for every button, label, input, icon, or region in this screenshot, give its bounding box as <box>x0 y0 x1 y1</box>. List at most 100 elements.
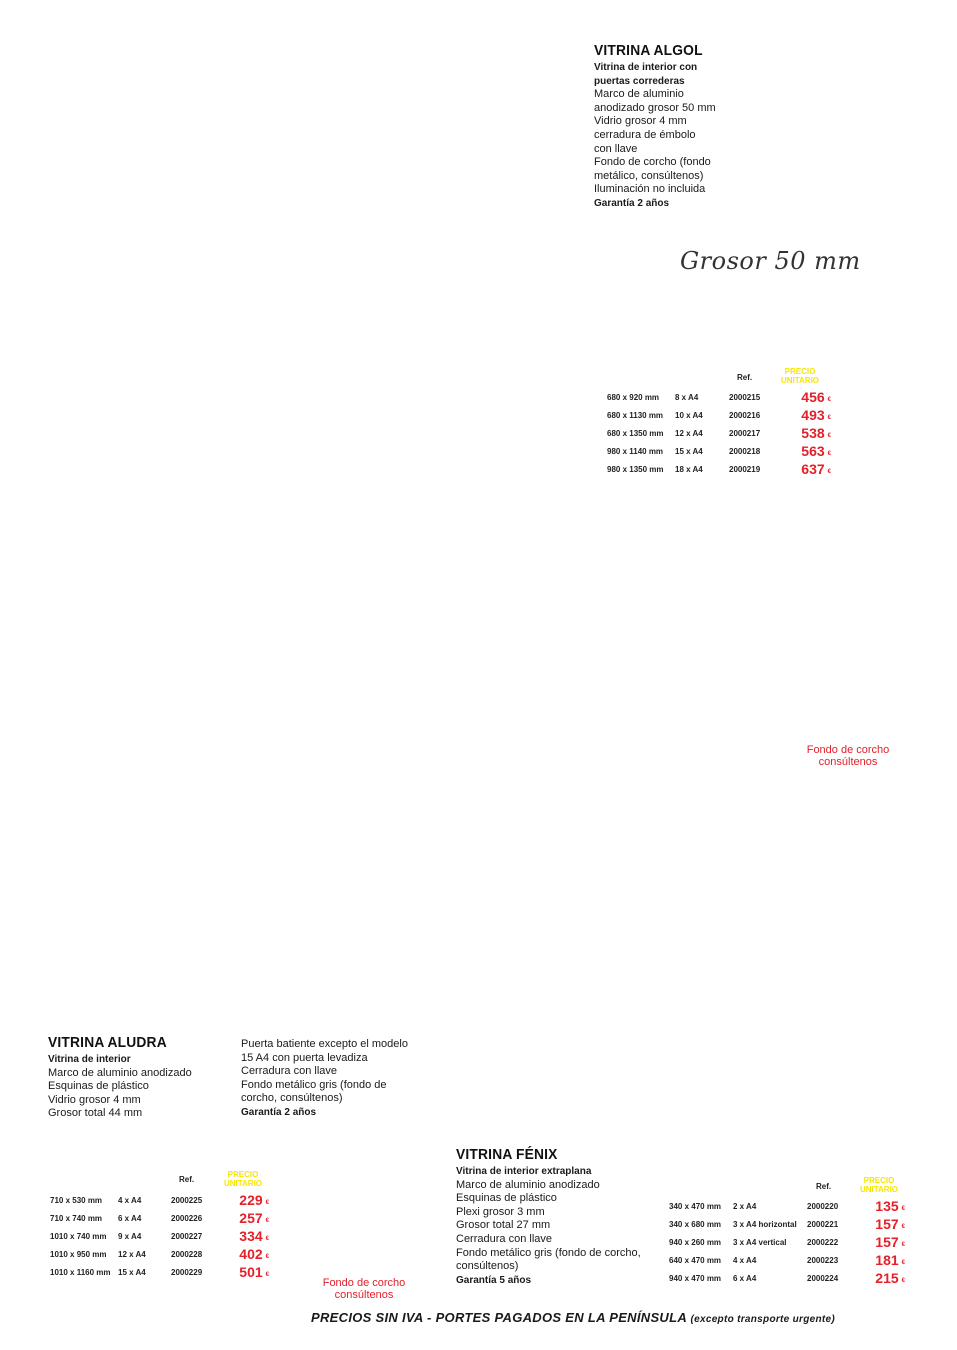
currency-symbol: € <box>265 1199 269 1206</box>
capacity-cell: 10 x A4 <box>675 410 703 420</box>
capacity-cell: 8 x A4 <box>675 392 699 402</box>
price-cell: 563€ <box>791 442 831 460</box>
price-value: 456 <box>801 389 825 405</box>
capacity-cell: 18 x A4 <box>675 464 703 474</box>
size-cell: 1010 x 740 mm <box>50 1231 107 1241</box>
price-value: 229 <box>239 1192 263 1208</box>
description-line: Vitrina de interior con <box>594 62 698 73</box>
price-cell: 157€ <box>865 1233 905 1251</box>
price-cell: 181€ <box>865 1251 905 1269</box>
description-line: Garantía 5 años <box>456 1274 532 1286</box>
aludra-title: VITRINA ALUDRA <box>48 1034 167 1051</box>
price-cell: 215€ <box>865 1269 905 1287</box>
size-cell: 680 x 920 mm <box>607 392 660 402</box>
capacity-cell: 3 x A4 vertical <box>733 1237 787 1247</box>
description-line: con llave <box>594 142 638 155</box>
aludra-cork-note-line2: consúltenos <box>334 1289 394 1301</box>
description-line: Cerradura con llave <box>241 1065 337 1078</box>
price-cell: 538€ <box>791 424 831 442</box>
price-value: 135 <box>875 1198 899 1214</box>
algol-price-header-line1: PRECIO <box>784 367 816 376</box>
algol-cork-note-line2: consúltenos <box>818 756 878 768</box>
description-line: Garantía 2 años <box>241 1106 317 1118</box>
price-cell: 257€ <box>229 1209 269 1227</box>
fenix-ref-header: Ref. <box>816 1182 832 1191</box>
ref-cell: 2000225 <box>171 1195 203 1205</box>
description-line: Esquinas de plástico <box>456 1192 557 1205</box>
ref-cell: 2000219 <box>729 464 761 474</box>
price-value: 637 <box>801 461 825 477</box>
currency-symbol: € <box>901 1241 905 1248</box>
capacity-cell: 6 x A4 <box>733 1273 757 1283</box>
algol-cork-note: Fondo de corcho consúltenos <box>800 744 896 768</box>
size-cell: 1010 x 1160 mm <box>50 1267 111 1277</box>
currency-symbol: € <box>265 1253 269 1260</box>
fenix-price-header-line2: UNITARIO <box>859 1185 899 1194</box>
capacity-cell: 15 x A4 <box>118 1267 146 1277</box>
size-cell: 710 x 530 mm <box>50 1195 103 1205</box>
description-line: anodizado grosor 50 mm <box>594 101 716 114</box>
size-cell: 340 x 680 mm <box>669 1219 722 1229</box>
capacity-cell: 2 x A4 <box>733 1201 757 1211</box>
price-value: 538 <box>801 425 825 441</box>
size-cell: 640 x 470 mm <box>669 1255 722 1265</box>
capacity-cell: 12 x A4 <box>118 1249 146 1259</box>
price-value: 257 <box>239 1210 263 1226</box>
footer-main-text: PRECIOS SIN IVA - PORTES PAGADOS EN LA P… <box>311 1310 687 1325</box>
currency-symbol: € <box>901 1223 905 1230</box>
capacity-cell: 4 x A4 <box>118 1195 142 1205</box>
price-value: 157 <box>875 1234 899 1250</box>
algol-handwritten-note: Grosor 50 mm <box>680 247 861 275</box>
description-line: Vitrina de interior <box>48 1054 131 1065</box>
price-cell: 229€ <box>229 1191 269 1209</box>
description-line: Vidrio grosor 4 mm <box>48 1093 141 1106</box>
algol-cork-note-line1: Fondo de corcho <box>806 744 890 756</box>
description-line: Plexi grosor 3 mm <box>456 1205 545 1218</box>
capacity-cell: 6 x A4 <box>118 1213 142 1223</box>
price-value: 334 <box>239 1228 263 1244</box>
description-line: Marco de aluminio anodizado <box>456 1178 600 1191</box>
ref-cell: 2000229 <box>171 1267 203 1277</box>
size-cell: 980 x 1350 mm <box>607 464 664 474</box>
currency-symbol: € <box>827 396 831 403</box>
aludra-price-header-line2: UNITARIO <box>223 1179 263 1188</box>
aludra-ref-header: Ref. <box>179 1175 195 1184</box>
capacity-cell: 3 x A4 horizontal <box>733 1219 797 1229</box>
description-line: Fondo metálico gris (fondo de corcho, <box>456 1246 641 1259</box>
size-cell: 680 x 1350 mm <box>607 428 664 438</box>
capacity-cell: 9 x A4 <box>118 1231 142 1241</box>
ref-cell: 2000221 <box>807 1219 839 1229</box>
currency-symbol: € <box>901 1259 905 1266</box>
currency-symbol: € <box>827 450 831 457</box>
footer-notice: PRECIOS SIN IVA - PORTES PAGADOS EN LA P… <box>311 1310 835 1325</box>
capacity-cell: 4 x A4 <box>733 1255 757 1265</box>
ref-cell: 2000223 <box>807 1255 839 1265</box>
size-cell: 680 x 1130 mm <box>607 410 664 420</box>
description-line: Esquinas de plástico <box>48 1080 149 1093</box>
description-line: Puerta batiente excepto el modelo <box>241 1038 408 1050</box>
capacity-cell: 15 x A4 <box>675 446 703 456</box>
currency-symbol: € <box>901 1277 905 1284</box>
ref-cell: 2000228 <box>171 1249 203 1259</box>
description-line: Fondo metálico gris (fondo de <box>241 1078 387 1091</box>
fenix-price-header: PRECIO UNITARIO <box>857 1176 901 1194</box>
price-cell: 402€ <box>229 1245 269 1263</box>
fenix-title: VITRINA FÉNIX <box>456 1146 558 1163</box>
description-line: Grosor total 44 mm <box>48 1107 143 1120</box>
ref-cell: 2000224 <box>807 1273 839 1283</box>
description-line: Vidrio grosor 4 mm <box>594 115 687 128</box>
ref-cell: 2000227 <box>171 1231 203 1241</box>
